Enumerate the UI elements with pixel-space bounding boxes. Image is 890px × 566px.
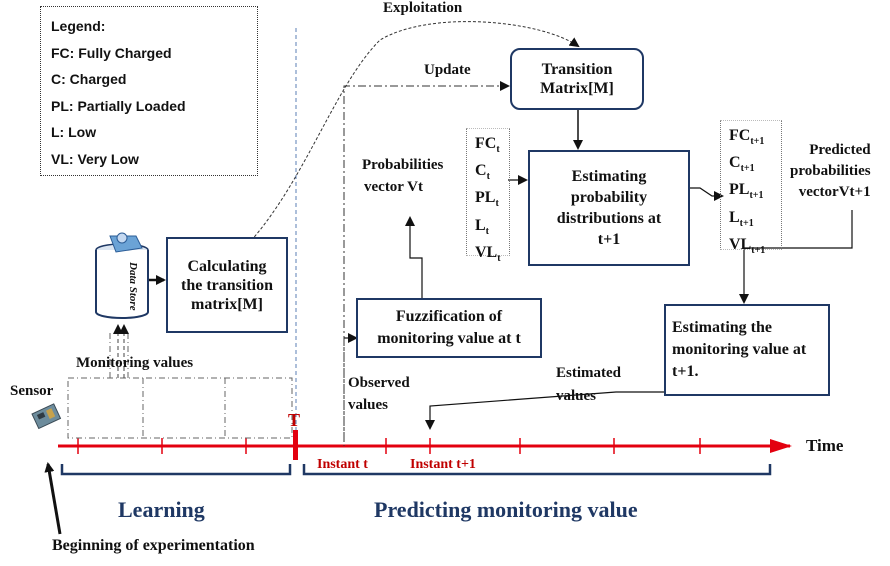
estprob-line-3: distributions at <box>556 210 662 227</box>
calculating-matrix-box: Calculating the transition matrix[M] <box>166 237 288 333</box>
estimating-monitoring-box: Estimating the monitoring value at t+1. <box>664 304 830 396</box>
monitoring-values-label: Monitoring values <box>76 355 194 371</box>
time-T-marker <box>293 430 298 460</box>
estmon-line-3: t+1. <box>672 363 699 380</box>
estimated-values-label: Estimated values <box>556 362 621 408</box>
calc-line-1: Calculating <box>187 257 267 275</box>
observed-line-1: Observed <box>348 375 410 391</box>
vector-t1-l: Lt+1 <box>729 208 754 229</box>
vector-t-fc: FCt <box>475 135 500 156</box>
update-line <box>343 81 510 440</box>
estprob-line-4: t+1 <box>597 231 621 248</box>
estmon-line-2: monitoring value at <box>672 341 807 358</box>
time-T-label: T <box>288 410 301 430</box>
probabilities-vector-label: Probabilities vector Vt <box>362 154 443 198</box>
sensor-icon <box>31 403 62 430</box>
fuzz-line-2: monitoring value at t <box>377 330 521 347</box>
vector-t: FCt Ct PLt Lt VLt <box>466 128 510 264</box>
vector-t-pl: PLt <box>475 189 499 210</box>
estimated-line-1: Estimated <box>556 365 621 381</box>
legend-item-fc: FC: Fully Charged <box>51 44 172 61</box>
observed-line-2: values <box>348 397 389 413</box>
fuzz-line-1: Fuzzification of <box>395 308 503 325</box>
predicted-to-estmon-arrow <box>739 210 853 304</box>
predicted-line-1: Predicted <box>809 142 871 158</box>
sensor-label: Sensor <box>10 383 54 399</box>
vector-t-l: Lt <box>475 216 490 237</box>
estprob-line-1: Estimating <box>571 168 647 185</box>
prob-vector-line-2: vector Vt <box>364 179 424 195</box>
data-store-word-1: Data <box>127 262 139 284</box>
instant-t-label: Instant t <box>317 457 368 472</box>
vector-t1-pl: PLt+1 <box>729 181 764 202</box>
predicting-label: Predicting monitoring value <box>374 497 638 522</box>
estimating-probability-box: Estimating probability distributions at … <box>528 150 690 266</box>
transition-line-2: Matrix[M] <box>540 80 614 97</box>
instant-t1-label: Instant t+1 <box>410 457 476 472</box>
transition-line-1: Transition <box>541 61 613 78</box>
vector-t1-vl: VLt+1 <box>729 235 766 256</box>
data-store-label: Data Store <box>126 262 140 311</box>
update-label: Update <box>424 62 471 78</box>
estmon-line-1: Estimating the <box>672 319 772 336</box>
monitoring-arrows <box>113 324 129 378</box>
vector-t-c: Ct <box>475 162 490 183</box>
predicted-probabilities-label: Predicted probabilities vectorVt+1 <box>790 140 871 203</box>
fuzz-to-vector-arrow <box>405 216 423 298</box>
predicted-line-3: vectorVt+1 <box>798 184 871 200</box>
vector-t1: FCt+1 Ct+1 PLt+1 Lt+1 VLt+1 <box>720 120 782 256</box>
monitoring-frames <box>67 330 293 439</box>
exploitation-label: Exploitation <box>383 0 463 16</box>
legend-title: Legend: <box>51 18 106 34</box>
estimated-line-2: values <box>556 388 597 404</box>
transition-matrix-box: Transition Matrix[M] <box>510 48 644 110</box>
estimated-values-arrow <box>425 391 664 430</box>
learning-label: Learning <box>118 497 205 522</box>
predicting-bracket <box>302 464 772 476</box>
estprob-line-2: probability <box>570 189 648 206</box>
beginning-arrow <box>44 462 62 535</box>
predicted-line-2: probabilities <box>790 163 871 179</box>
prob-vector-line-1: Probabilities <box>362 157 444 173</box>
fuzzification-box: Fuzzification of monitoring value at t <box>356 298 542 358</box>
vector-t-vl: VLt <box>475 243 501 264</box>
vector-t1-fc: FCt+1 <box>729 127 765 148</box>
legend-item-vl: VL: Very Low <box>51 150 139 167</box>
legend-item-l: L: Low <box>51 124 97 140</box>
data-store-icon <box>95 232 149 319</box>
estimating-to-vectort1-arrow <box>690 187 724 201</box>
calc-line-3: matrix[M] <box>191 295 263 313</box>
data-store-word-2: Store <box>127 286 139 311</box>
time-ticks <box>77 438 701 454</box>
legend-item-c: C: Charged <box>51 71 127 87</box>
legend-box: Legend: FC: Fully Charged C: Charged PL:… <box>40 6 258 176</box>
time-label: Time <box>806 436 844 455</box>
beginning-label: Beginning of experimentation <box>52 537 255 554</box>
calc-line-2: the transition <box>181 276 273 294</box>
legend-item-pl: PL: Partially Loaded <box>51 97 186 114</box>
learning-bracket <box>60 464 292 476</box>
vector-t1-c: Ct+1 <box>729 154 755 175</box>
observed-values-label: Observed values <box>348 372 410 416</box>
